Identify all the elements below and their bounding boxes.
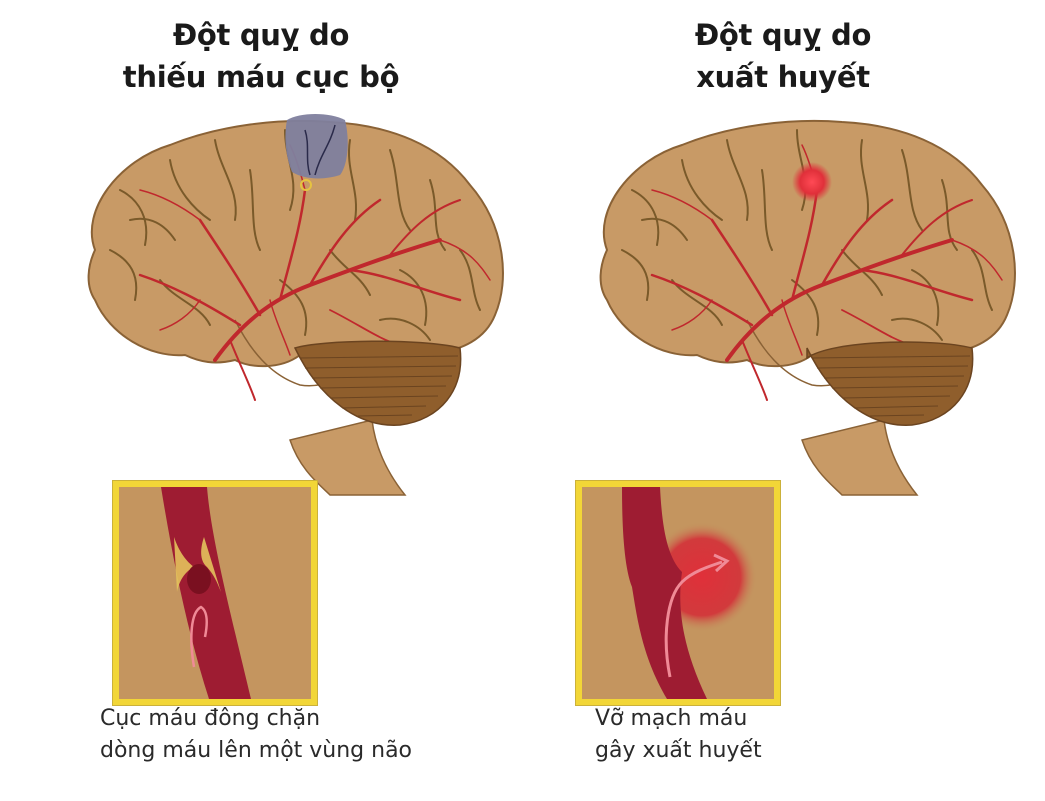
brain-illustration-ischemic	[87, 114, 504, 496]
ischemic-stroke-caption: Cục máu đông chặn dòng máu lên một vùng …	[100, 706, 413, 763]
hemorrhagic-stroke-panel: Đột quỵ do xuất huyết	[522, 0, 1044, 801]
hemorrhage-spot	[792, 162, 832, 202]
hemorrhagic-stroke-caption: Vỡ mạch máu gây xuất huyết	[595, 706, 762, 763]
ischemic-region	[285, 114, 348, 179]
blood-clot-inset	[112, 480, 318, 706]
ischemic-stroke-title: Đột quỵ do thiếu máu cục bộ	[122, 18, 400, 94]
brain-illustration-hemorrhagic	[599, 119, 1016, 496]
ruptured-vessel-icon	[622, 487, 757, 699]
blocked-vessel-icon	[161, 487, 251, 699]
hemorrhagic-stroke-title: Đột quỵ do xuất huyết	[694, 18, 872, 94]
ischemic-stroke-panel: Đột quỵ do thiếu máu cục bộ	[0, 0, 522, 801]
ruptured-vessel-inset	[575, 480, 781, 706]
